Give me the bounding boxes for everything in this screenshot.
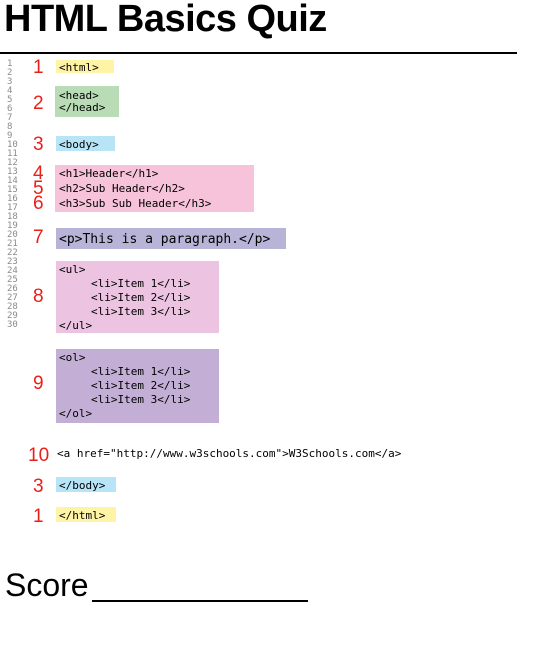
marker: 1 bbox=[33, 506, 44, 527]
code-ul-open: <ul> bbox=[59, 263, 86, 276]
line-number: 30 bbox=[7, 320, 18, 330]
line-number: 22 bbox=[7, 248, 18, 258]
line-number: 26 bbox=[7, 284, 18, 294]
line-number: 11 bbox=[7, 149, 18, 159]
quiz-title: HTML Basics Quiz bbox=[4, 0, 327, 40]
line-number: 7 bbox=[7, 113, 13, 123]
line-number: 14 bbox=[7, 176, 18, 186]
line-number: 24 bbox=[7, 266, 18, 276]
line-number: 25 bbox=[7, 275, 18, 285]
line-number: 27 bbox=[7, 293, 18, 303]
marker: 3 bbox=[33, 134, 44, 155]
code-ul-close: </ul> bbox=[59, 319, 93, 332]
code-ol-open: <ol> bbox=[59, 351, 86, 364]
marker: 9 bbox=[33, 373, 44, 394]
code-paragraph: <p>This is a paragraph.</p> bbox=[59, 232, 271, 247]
body-open-highlight bbox=[56, 136, 115, 151]
code-html-open: <html> bbox=[59, 61, 99, 74]
code-ul-item: <li>Item 3</li> bbox=[91, 305, 191, 318]
line-number: 29 bbox=[7, 311, 18, 321]
code-ol-item: <li>Item 3</li> bbox=[91, 393, 191, 406]
code-head-close: </head> bbox=[59, 101, 106, 114]
score-blank bbox=[92, 600, 308, 602]
marker: 6 bbox=[33, 193, 44, 214]
code-body-open: <body> bbox=[59, 138, 99, 151]
ul-highlight bbox=[56, 261, 219, 333]
marker: 2 bbox=[33, 93, 44, 114]
line-number: 3 bbox=[7, 77, 13, 87]
line-number: 1 bbox=[7, 59, 13, 69]
marker: 7 bbox=[33, 227, 44, 248]
code-head-open: <head> bbox=[59, 89, 99, 102]
line-number: 21 bbox=[7, 239, 18, 249]
marker: 5 bbox=[33, 178, 44, 199]
code-ol-item: <li>Item 2</li> bbox=[91, 379, 191, 392]
code-anchor: <a href="http://www.w3schools.com">W3Sch… bbox=[57, 447, 402, 460]
code-ul-item: <li>Item 1</li> bbox=[91, 277, 191, 290]
code-ol-close: </ol> bbox=[59, 407, 93, 420]
code-ol-item: <li>Item 1</li> bbox=[91, 365, 191, 378]
code-html-close: </html> bbox=[59, 509, 106, 522]
code-h1: <h1>Header</h1> bbox=[59, 167, 159, 180]
line-number: 28 bbox=[7, 302, 18, 312]
line-number: 15 bbox=[7, 185, 18, 195]
line-number: 2 bbox=[7, 68, 13, 78]
score-label: Score bbox=[5, 567, 89, 603]
line-number: 9 bbox=[7, 131, 13, 141]
line-number: 6 bbox=[7, 104, 13, 114]
marker: 10 bbox=[28, 445, 50, 466]
marker: 1 bbox=[33, 57, 44, 78]
line-number: 8 bbox=[7, 122, 13, 132]
code-body-close: </body> bbox=[59, 479, 106, 492]
headings-highlight bbox=[55, 165, 254, 212]
ol-highlight bbox=[56, 349, 219, 423]
marker: 4 bbox=[33, 163, 44, 184]
marker: 3 bbox=[33, 476, 44, 497]
title-underline bbox=[0, 52, 517, 54]
html-close-highlight bbox=[56, 507, 116, 522]
code-h3: <h3>Sub Sub Header</h3> bbox=[59, 197, 212, 210]
line-number: 17 bbox=[7, 203, 18, 213]
code-h2: <h2>Sub Header</h2> bbox=[59, 182, 185, 195]
head-highlight bbox=[55, 86, 119, 117]
line-number: 4 bbox=[7, 86, 13, 96]
line-number: 5 bbox=[7, 95, 13, 105]
line-number: 10 bbox=[7, 140, 18, 150]
code-listing: 1 2 3 4 5 6 7 8 9 10 11 12 13 14 15 16 1… bbox=[0, 56, 560, 536]
code-ul-item: <li>Item 2</li> bbox=[91, 291, 191, 304]
body-close-highlight bbox=[56, 477, 116, 492]
line-number: 23 bbox=[7, 257, 18, 267]
html-open-highlight bbox=[56, 60, 114, 73]
line-number: 12 bbox=[7, 158, 18, 168]
line-number: 19 bbox=[7, 221, 18, 231]
line-number: 18 bbox=[7, 212, 18, 222]
paragraph-highlight bbox=[56, 228, 286, 249]
line-number: 20 bbox=[7, 230, 18, 240]
line-number: 16 bbox=[7, 194, 18, 204]
line-number: 13 bbox=[7, 167, 18, 177]
marker: 8 bbox=[33, 286, 44, 307]
